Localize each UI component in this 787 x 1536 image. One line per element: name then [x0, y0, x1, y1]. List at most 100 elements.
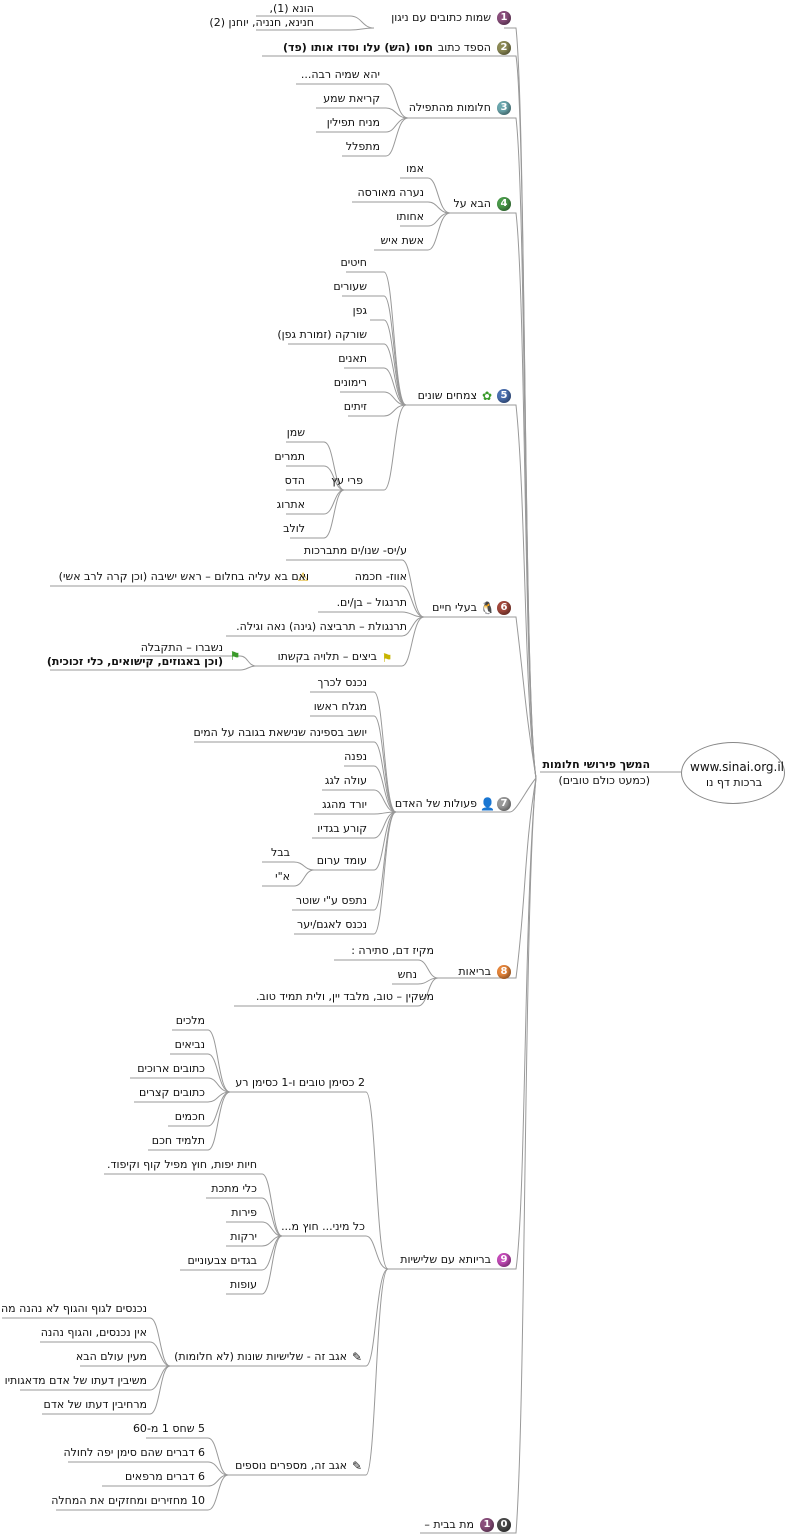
leaf[interactable]: חסו (הש) עלו וסדו אותו (פד)	[283, 41, 433, 54]
leaf[interactable]: מלכים	[175, 1014, 205, 1027]
flag-green-icon: ⚑	[229, 649, 241, 663]
leaf[interactable]: מתפלל	[345, 140, 380, 153]
leaf[interactable]: חיות יפות, חוץ מפיל קוף וקיפוד.	[106, 1158, 257, 1171]
leaf[interactable]: אתרוג	[276, 498, 305, 511]
leaf[interactable]: חיטים	[340, 256, 367, 269]
root-url: www.sinai.org.il	[690, 760, 785, 774]
leaf[interactable]: גפן	[352, 304, 367, 317]
person-icon: 👤	[480, 797, 495, 811]
branch-6-label[interactable]: בעלי חיים	[432, 601, 477, 614]
leaf[interactable]: נכנס לאגם/יער	[297, 918, 367, 931]
branch-7-label[interactable]: פעולות של האדם	[394, 797, 477, 810]
number-4-icon: 4	[497, 197, 511, 211]
leaf[interactable]: נביאים	[174, 1038, 205, 1051]
leaf[interactable]: בגדים צבעוניים	[187, 1254, 257, 1267]
leaf[interactable]: עופות	[230, 1278, 257, 1291]
branch-4-label[interactable]: הבא על	[453, 197, 491, 210]
number-0-icon: 0	[497, 1518, 511, 1532]
leaf[interactable]: רימונים	[333, 376, 367, 389]
leaf[interactable]: אחותו	[396, 210, 424, 223]
leaf[interactable]: תאנים	[338, 352, 367, 365]
leaf[interactable]: ביצים – תלויה בקשתו	[277, 650, 377, 663]
leaf[interactable]: אין נכנסים, והגוף נהנה	[40, 1326, 147, 1339]
leaf[interactable]: מגלח ראשו	[313, 700, 367, 713]
leaf[interactable]: (וכן באגוזים, קישואים, כלי זכוכית)	[46, 655, 223, 668]
leaf[interactable]: קריאת שמע	[323, 92, 380, 105]
number-8-icon: 8	[497, 965, 511, 979]
branch-10-label[interactable]: מת בבית –	[424, 1518, 474, 1531]
leaf[interactable]: א"י	[275, 870, 290, 883]
leaf[interactable]: מניח תפילין	[326, 116, 380, 129]
number-3-icon: 3	[497, 101, 511, 115]
sub-branch-omens[interactable]: 2 כסימן טובים ו-1 כסימן רע	[235, 1076, 365, 1089]
leaf[interactable]: תלמיד חכם	[151, 1134, 205, 1147]
pencil-icon: ✎	[351, 1350, 363, 1364]
leaf[interactable]: זיתים	[343, 400, 367, 413]
leaf[interactable]: שמן	[286, 426, 305, 439]
leaf[interactable]: תמרים	[274, 450, 305, 463]
leaf[interactable]: ירקות	[230, 1230, 257, 1243]
leaf[interactable]: ואם בא עליה בחלום – ראש ישיבה (וכן קרה ל…	[58, 570, 309, 583]
leaf[interactable]: נפנה	[344, 750, 367, 763]
leaf[interactable]: נתפס ע"י שוטר	[295, 894, 367, 907]
branch-5-label[interactable]: צמחים שונים	[417, 389, 477, 402]
leaf[interactable]: יורד מהגג	[322, 798, 367, 811]
leaf[interactable]: תרנגול – בן/ים.	[336, 596, 407, 609]
leaf[interactable]: חכמים	[174, 1110, 205, 1123]
leaf[interactable]: תרנגולת – תרביצה (גינה) נאה וגילה.	[236, 620, 407, 633]
sub-branch-triplets[interactable]: אגב זה - שלישיות שונות (לא חלומות)	[174, 1350, 347, 1363]
branch-2-label[interactable]: הספד כתוב	[437, 41, 491, 54]
leaf[interactable]: אווז- חכמה	[354, 570, 407, 583]
leaf[interactable]: מרחיבין דעתו של אדם	[43, 1398, 147, 1411]
penguin-icon: 🐧	[480, 601, 495, 615]
leaf[interactable]: מעין עולם הבא	[75, 1350, 147, 1363]
number-5-icon: 5	[497, 389, 511, 403]
root-node[interactable]: www.sinai.org.il ברכות דף נו	[681, 742, 785, 804]
leaf[interactable]: יהא שמיה רבה...	[300, 68, 380, 81]
leaf[interactable]: עומד ערום	[316, 854, 367, 867]
leaf[interactable]: לולב	[283, 522, 305, 535]
leaf[interactable]: משיבין דעתו של אדם מדאגותיו	[4, 1374, 147, 1387]
leaf[interactable]: חנינא, חנניה, יוחנן (2)	[209, 16, 314, 29]
leaf[interactable]: 6 דברים שהם סימן יפה לחולה	[63, 1446, 205, 1459]
leaf[interactable]: בבל	[271, 846, 290, 859]
leaf[interactable]: 5 שחס 1 מ-60	[132, 1422, 205, 1435]
number-1-icon: 1	[480, 1518, 494, 1532]
leaf[interactable]: נכנס לכרך	[317, 676, 367, 689]
leaf[interactable]: כלי מתכת	[211, 1182, 257, 1195]
branch-1-label[interactable]: שמות כתובים עם ניגון	[391, 11, 491, 24]
branch-3-label[interactable]: חלומות מהתפילה	[408, 101, 491, 114]
number-6-icon: 6	[497, 601, 511, 615]
branch-9-label[interactable]: בריותא עם שלישיות	[400, 1253, 491, 1266]
center-title: המשך פירושי חלומות	[542, 758, 650, 771]
leaf[interactable]: פירות	[231, 1206, 257, 1219]
leaf[interactable]: משקין – טוב, מלבד יין, ולית תמיד טוב.	[255, 990, 434, 1003]
leaf[interactable]: 6 דברים מרפאים	[125, 1470, 205, 1483]
leaf[interactable]: עולה לגג	[324, 774, 367, 787]
leaf[interactable]: הדס	[284, 474, 305, 487]
flag-yellow-icon: ⚑	[381, 651, 393, 665]
sub-branch-all-kinds[interactable]: כל מיני... חוץ מ...	[281, 1220, 365, 1233]
leaf[interactable]: נכנסים לגוף והגוף לא נהנה מהן	[0, 1302, 147, 1315]
leaf[interactable]: מקיז דם, סתירה :	[351, 944, 434, 957]
leaf[interactable]: קורע בגדיו	[317, 822, 367, 835]
leaf[interactable]: 10 מחזירים ומחזקים את המחלה	[51, 1494, 205, 1507]
leaf[interactable]: אמו	[406, 162, 424, 175]
leaf[interactable]: נחש	[397, 968, 417, 981]
warning-icon: ⚠	[297, 570, 309, 584]
leaf[interactable]: נערה מאורסה	[357, 186, 424, 199]
sub-branch-fruit[interactable]: פרי עץ	[331, 474, 363, 487]
leaf[interactable]: כתובים ארוכים	[137, 1062, 205, 1075]
sub-branch-numbers[interactable]: אגב זה, מספרים נוספים	[235, 1459, 347, 1472]
leaf[interactable]: שעורים	[333, 280, 367, 293]
leaf[interactable]: שורקה (זמורת גפן)	[277, 328, 367, 341]
leaf[interactable]: יושב בספינה שנישאת בגובה על המים	[193, 726, 367, 739]
number-2-icon: 2	[497, 41, 511, 55]
branch-8-label[interactable]: בריאות	[458, 965, 491, 978]
leaf[interactable]: הונא (1),	[269, 2, 314, 15]
root-subtitle: ברכות דף נו	[706, 776, 763, 789]
leaf[interactable]: כתובים קצרים	[139, 1086, 205, 1099]
leaf[interactable]: אשת איש	[380, 234, 424, 247]
leaf[interactable]: נשברו – התקבלה	[140, 641, 223, 654]
leaf[interactable]: ע/יס- שנו/ים מתברכות	[303, 544, 407, 557]
